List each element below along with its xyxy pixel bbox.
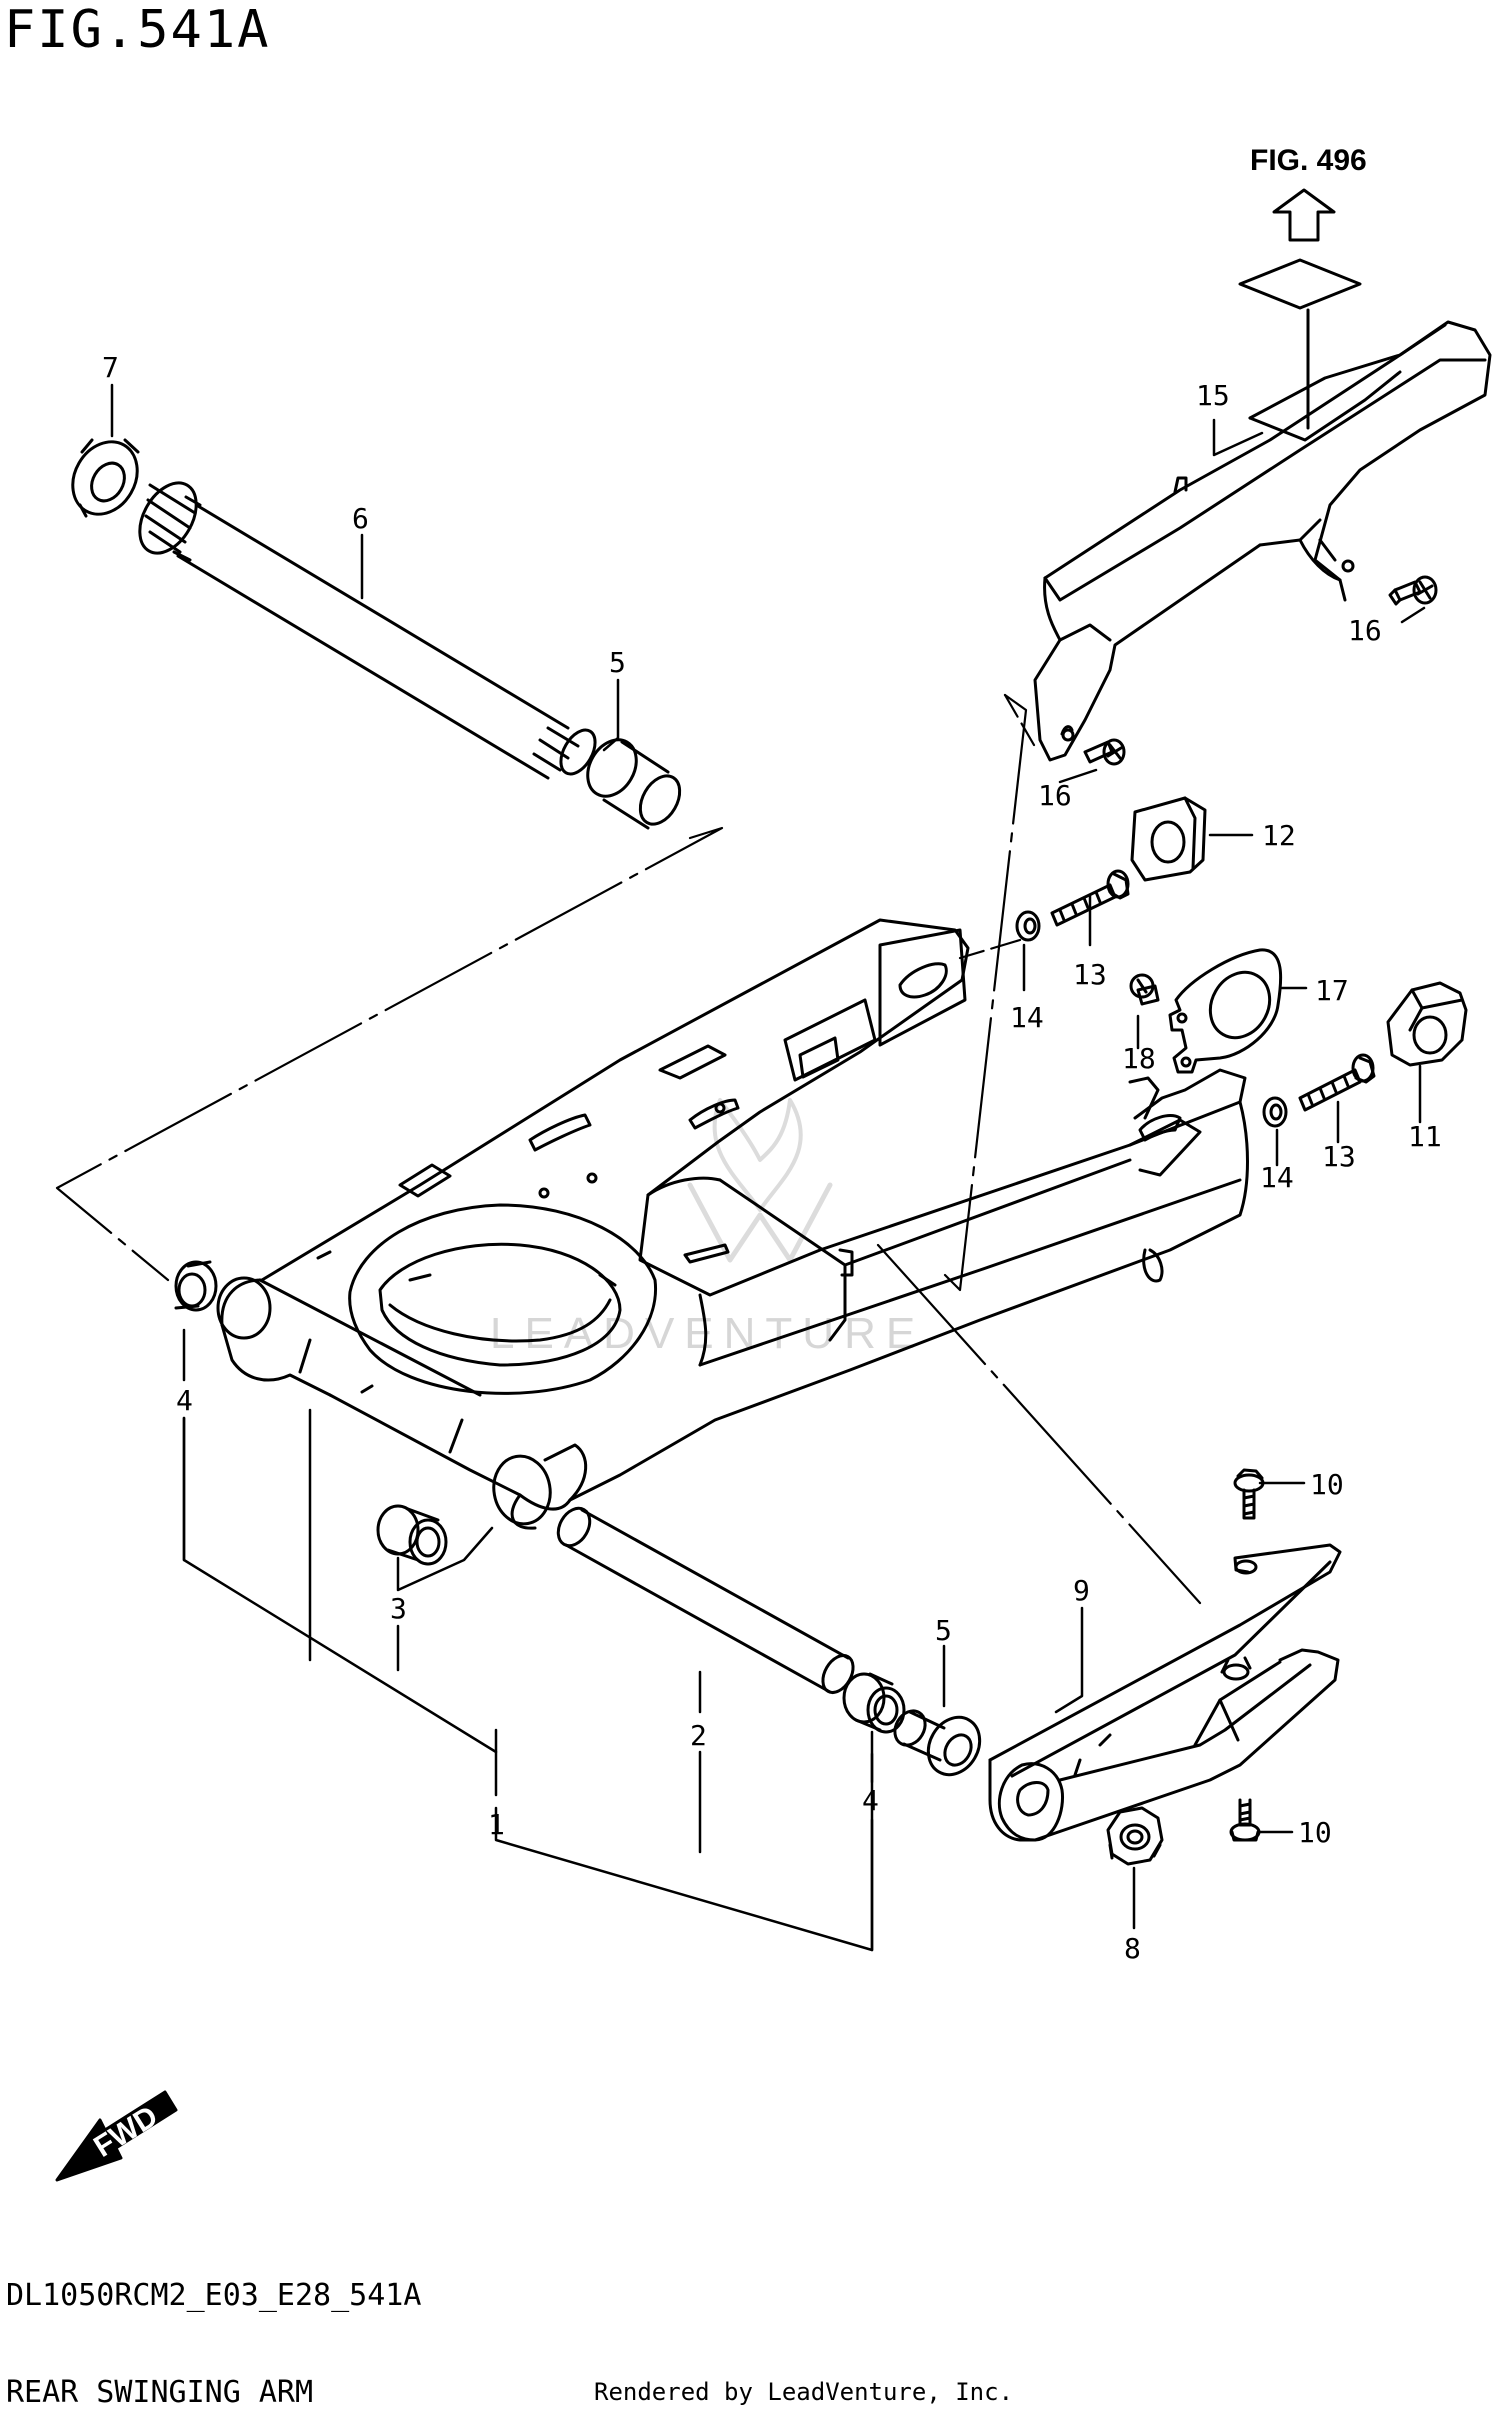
part-4-bearing-right <box>842 1672 906 1734</box>
callout-17: 17 <box>1315 974 1349 1007</box>
part-1-swingarm-body <box>216 918 1249 1530</box>
part-7-lock-nut <box>71 438 140 518</box>
part-14-washer-upper <box>1015 910 1041 942</box>
part-3-bearing <box>376 1504 448 1566</box>
callout-8: 8 <box>1124 1932 1141 1965</box>
part-2-spacer <box>556 1506 855 1694</box>
callout-1: 1 <box>488 1808 505 1841</box>
diagram-code: DL1050RCM2_E03_E28_541A <box>6 2278 422 2313</box>
part-10-screw-lower <box>1229 1798 1261 1842</box>
part-5-collar-upper <box>586 738 682 830</box>
fwd-arrow: FWD <box>55 2090 178 2182</box>
callout-2: 2 <box>690 1719 707 1752</box>
callout-9: 9 <box>1073 1574 1090 1607</box>
callout-16-lower: 16 <box>1038 779 1072 812</box>
callout-13-upper: 13 <box>1073 958 1107 991</box>
callout-3: 3 <box>390 1592 407 1625</box>
part-16-screw-upper <box>1388 575 1438 606</box>
callout-10-lower: 10 <box>1298 1816 1332 1849</box>
callout-10-upper: 10 <box>1310 1468 1344 1501</box>
callout-15: 15 <box>1196 379 1230 412</box>
part-17-plate <box>1168 948 1283 1074</box>
reference-label: FIG. 496 <box>1250 144 1367 177</box>
callout-16-upper: 16 <box>1348 614 1382 647</box>
part-4-bearing-left <box>174 1260 218 1312</box>
part-13-bolt-upper <box>1050 869 1130 927</box>
part-8-nut <box>1106 1806 1164 1866</box>
part-18-screw <box>1129 973 1160 1006</box>
callout-12: 12 <box>1262 819 1296 852</box>
reference-arrow <box>1238 188 1362 430</box>
callout-7: 7 <box>102 351 119 384</box>
figure-title: FIG.541A <box>4 0 271 60</box>
part-5-collar-lower <box>893 1709 982 1777</box>
callout-leaders <box>110 383 1426 1952</box>
callout-4-left: 4 <box>176 1384 193 1417</box>
part-15-chain-case <box>1033 320 1492 762</box>
callout-14-upper: 14 <box>1010 1001 1044 1034</box>
callout-5-lower: 5 <box>935 1614 952 1647</box>
watermark-text: LEADVENTURE <box>490 1309 925 1358</box>
callout-13-lower: 13 <box>1322 1140 1356 1173</box>
callout-18: 18 <box>1122 1042 1156 1075</box>
callout-4-right: 4 <box>862 1784 879 1817</box>
callout-14-lower: 14 <box>1260 1161 1294 1194</box>
part-14-washer-lower <box>1262 1096 1288 1128</box>
part-9-chain-guide <box>988 1543 1342 1842</box>
callout-6: 6 <box>352 502 369 535</box>
part-16-screw-lower <box>1083 738 1126 766</box>
part-10-screw-upper <box>1233 1468 1265 1520</box>
callout-11: 11 <box>1408 1120 1442 1153</box>
render-credit: Rendered by LeadVenture, Inc. <box>594 2378 1014 2406</box>
part-12-adjuster <box>1130 796 1207 882</box>
assembly-lines <box>55 693 1202 1605</box>
part-11-adjuster <box>1386 981 1468 1067</box>
callout-5-upper: 5 <box>609 646 626 679</box>
callout-numbers: 7 6 5 15 16 16 12 13 14 18 17 11 13 14 4… <box>102 351 1442 1965</box>
part-13-bolt-lower <box>1298 1053 1376 1112</box>
diagram-name: REAR SWINGING ARM <box>6 2375 314 2410</box>
part-6-pivot-shaft <box>138 481 597 780</box>
